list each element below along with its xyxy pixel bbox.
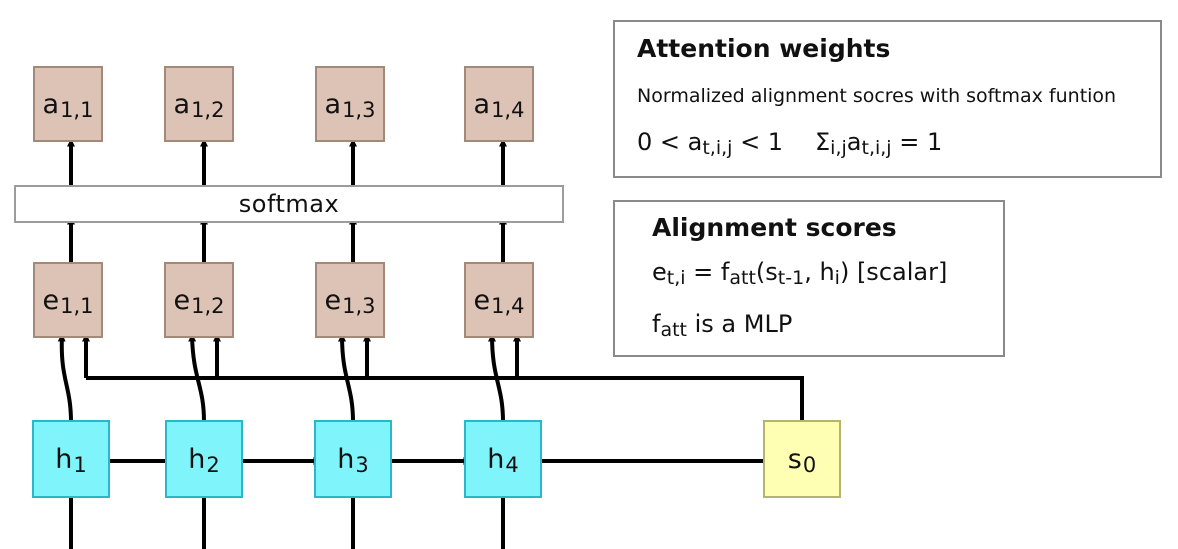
alignment-panel-title: Alignment scores bbox=[652, 213, 897, 242]
softmax-box: softmax bbox=[14, 185, 564, 223]
alignment-scores-panel: Alignment scores et,i = fatt(st-1, hi) [… bbox=[613, 200, 1005, 357]
mlp-note: fatt is a MLP bbox=[652, 310, 793, 341]
h4-to-e14-arrow bbox=[488, 333, 505, 423]
h1-to-e11-arrow bbox=[57, 333, 73, 423]
attention-panel-subtitle: Normalized alignment socres with softmax… bbox=[637, 85, 1117, 107]
attention-weights-panel: Attention weights Normalized alignment s… bbox=[613, 20, 1162, 178]
h3-to-e13-arrow bbox=[338, 333, 355, 423]
attention-sum-constraint: Σi,jat,i,j = 1 bbox=[815, 128, 943, 159]
s0-broadcast-line bbox=[86, 376, 804, 422]
alignment-score-formula: et,i = fatt(st-1, hi) [scalar] bbox=[652, 258, 948, 289]
attention-panel-title: Attention weights bbox=[637, 34, 891, 63]
h2-to-e12-arrow bbox=[188, 333, 206, 423]
softmax-label: softmax bbox=[238, 190, 340, 218]
attention-range-constraint: 0 < at,i,j < 1 bbox=[637, 128, 784, 159]
